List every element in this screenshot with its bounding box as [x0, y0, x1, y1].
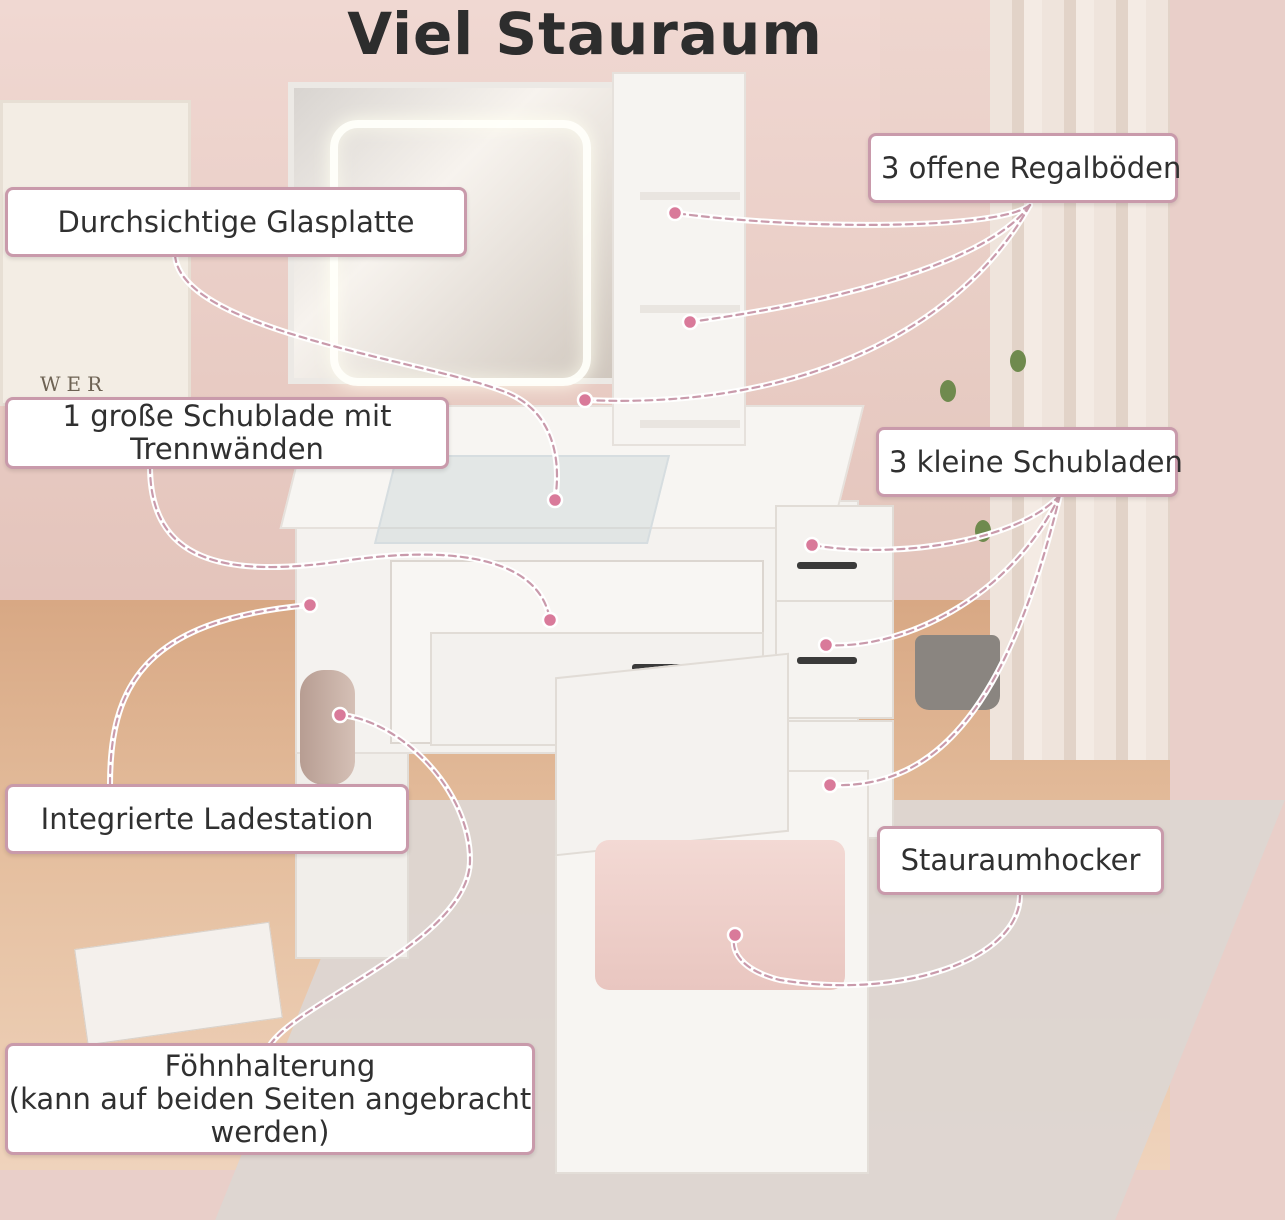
callout-glass-top: Durchsichtige Glasplatte: [5, 187, 467, 257]
callout-small-drawers: 3 kleine Schubladen: [876, 427, 1183, 497]
plant-pot: [915, 635, 1000, 710]
shelf-tower: [612, 72, 746, 446]
callout-hair-dryer-holder: Föhnhalterung (kann auf beiden Seiten an…: [5, 1043, 535, 1155]
plant-leaf: [940, 380, 956, 402]
hair-dryer: [300, 670, 355, 785]
callout-text: Föhnhalterung: [164, 1048, 376, 1083]
callout-text: 3 offene Regalböden: [881, 150, 1182, 185]
drawer-handle: [797, 657, 857, 664]
plant-leaf: [975, 520, 991, 542]
plant-leaf: [1010, 350, 1026, 372]
callout-text: Stauraumhocker: [900, 843, 1141, 877]
callout-text: Integrierte Ladestation: [40, 801, 374, 836]
shelf-board: [640, 192, 740, 200]
callout-open-shelves: 3 offene Regalböden: [868, 133, 1182, 203]
callout-large-drawer: 1 große Schublade mit Trennwänden: [5, 397, 449, 469]
stool-cushion: [595, 840, 845, 990]
callout-storage-stool: Stauraumhocker: [877, 826, 1164, 895]
callout-charging-station: Integrierte Ladestation: [5, 784, 409, 854]
callout-text: 3 kleine Schubladen: [889, 444, 1183, 479]
shelf-board: [640, 420, 740, 428]
drawer-handle: [797, 562, 857, 569]
callout-text: 1 große Schublade mit: [62, 399, 392, 433]
curtain: [990, 0, 1170, 760]
poster-text: WER: [40, 372, 109, 396]
callout-text: Trennwänden: [130, 432, 324, 466]
callout-text: Durchsichtige Glasplatte: [57, 204, 415, 239]
shelf-board: [640, 305, 740, 313]
callout-text: werden): [210, 1114, 330, 1149]
stool-lid: [555, 652, 789, 857]
page-title: Viel Stauraum: [347, 0, 823, 68]
small-drawer: [775, 600, 894, 719]
callout-text: (kann auf beiden Seiten angebracht: [8, 1081, 532, 1116]
